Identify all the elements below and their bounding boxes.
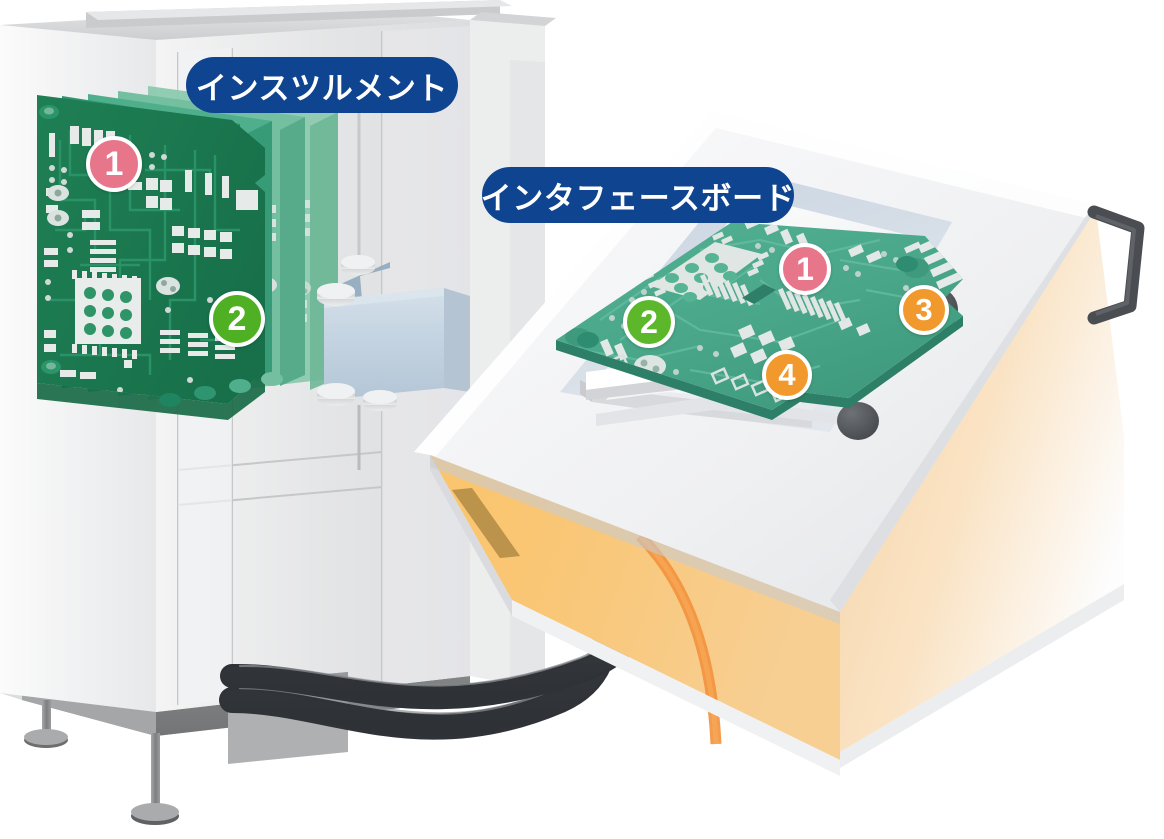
callout-badge-interface-2: 2 — [623, 296, 675, 348]
standoff-bump-front — [837, 402, 879, 440]
label-interface-board: インタフェースボード — [481, 167, 795, 223]
pcb-bottom-tabs — [159, 372, 283, 407]
callout-badge-interface-1: 1 — [779, 243, 831, 295]
ribbon-cable — [324, 288, 444, 400]
rack-foot-left — [24, 700, 68, 748]
pcb-board-front — [37, 95, 265, 420]
callout-badge-instrument-2: 2 — [209, 291, 265, 347]
callout-badge-interface-4: 4 — [762, 350, 812, 400]
ribbon-standoffs — [317, 255, 397, 411]
label-instrument: インスツルメント — [186, 57, 458, 113]
callout-badge-interface-3: 3 — [899, 285, 949, 335]
unit-handle — [1087, 205, 1145, 325]
ribbon-cable-assembly — [317, 100, 470, 470]
pcb-bga-chip — [72, 270, 141, 359]
rack-foot-right — [131, 733, 179, 825]
pcb-stack — [37, 86, 338, 420]
callout-badge-instrument-1: 1 — [86, 136, 142, 192]
interface-unit — [414, 112, 1145, 776]
